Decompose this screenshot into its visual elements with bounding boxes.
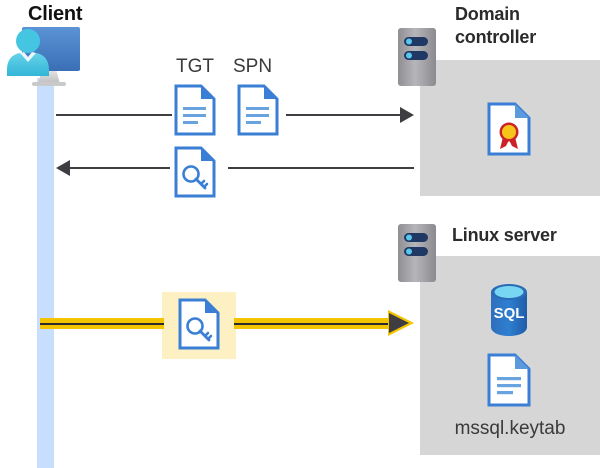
linux-server-icon — [398, 224, 436, 282]
spn-document-icon — [237, 84, 279, 136]
flow-response-arrowhead — [56, 160, 70, 176]
sql-database-icon: SQL — [484, 283, 534, 337]
flow-linux-line-right — [234, 318, 398, 329]
key-document-icon — [174, 146, 216, 198]
flow-linux-line-left — [40, 318, 164, 329]
keytab-filename-label: mssql.keytab — [454, 418, 566, 439]
tgt-label: TGT — [176, 56, 214, 77]
svg-text:SQL: SQL — [494, 305, 525, 322]
spn-label: SPN — [233, 56, 273, 77]
page-title-linux-server: Linux server — [452, 225, 557, 245]
domain-controller-server-icon — [398, 28, 436, 86]
client-lifeline — [37, 78, 54, 468]
page-title-domain-controller: Domain controller — [455, 4, 537, 48]
keytab-document-icon — [487, 353, 531, 407]
certificate-document-icon — [487, 102, 531, 156]
flow-response-line-right — [228, 167, 414, 169]
flow-request-line-right — [286, 114, 402, 116]
tgt-document-icon — [174, 84, 216, 136]
page-title-client: Client — [28, 3, 83, 25]
flow-request-arrowhead — [400, 107, 414, 123]
flow-request-line-left — [56, 114, 172, 116]
flow-response-line-left — [70, 167, 170, 169]
client-computer-icon — [4, 24, 100, 96]
key-document-highlighted-icon — [178, 298, 220, 350]
flow-linux-arrowhead-inner — [389, 313, 409, 333]
